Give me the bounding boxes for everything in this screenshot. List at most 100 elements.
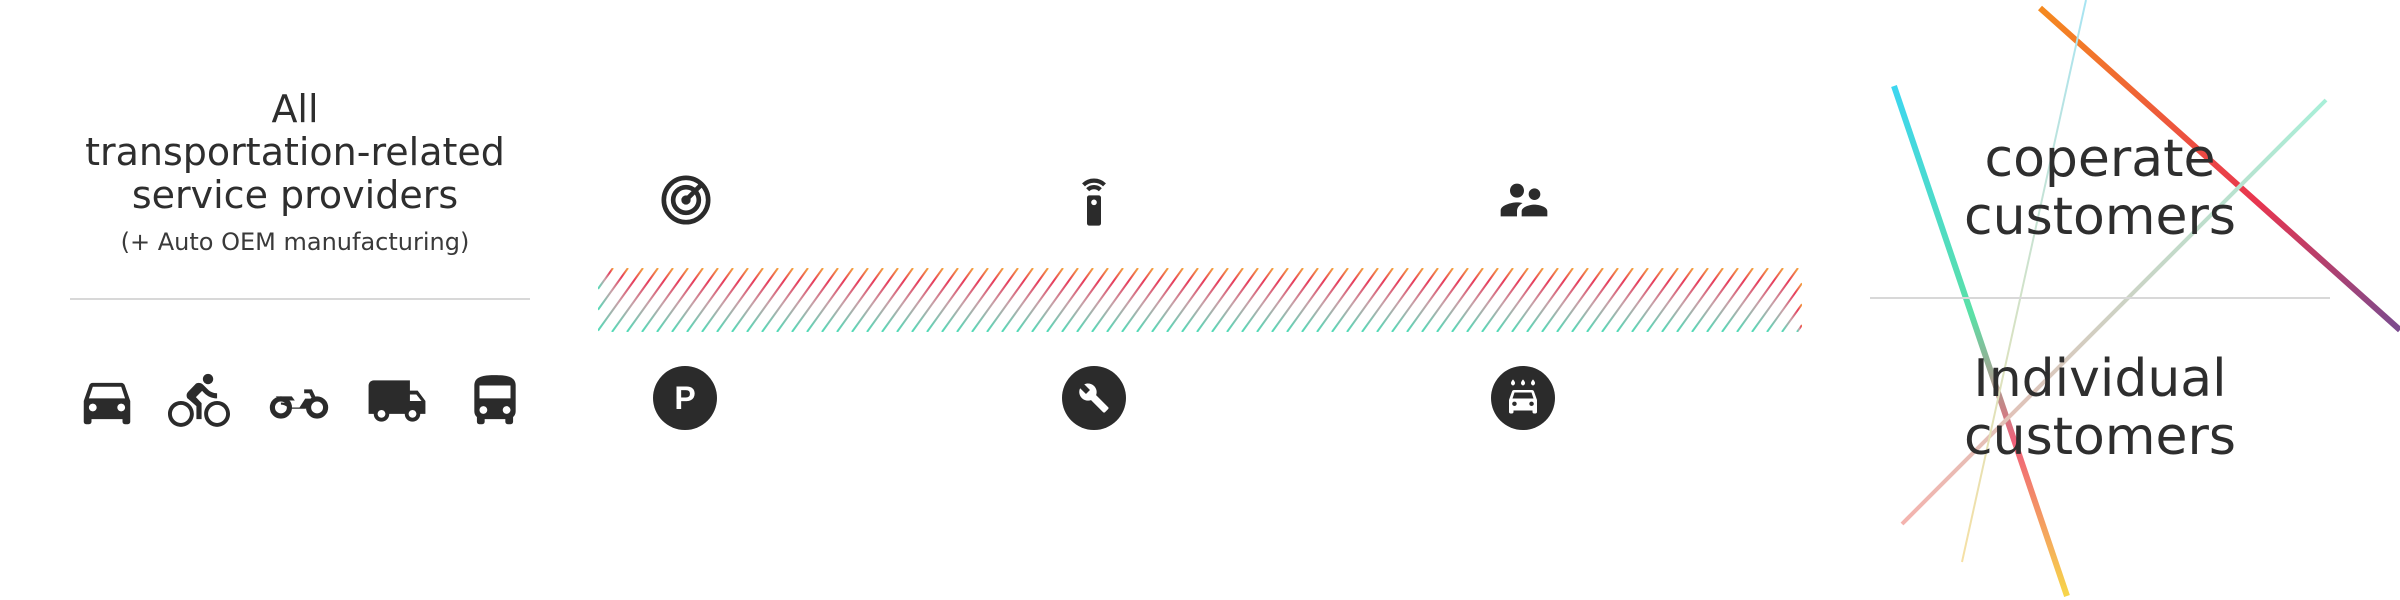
hatch-line — [911, 268, 959, 332]
hatch-line — [1016, 268, 1064, 332]
hatch-line — [716, 268, 764, 332]
hatch-line — [1616, 268, 1664, 332]
hatch-line — [1031, 268, 1079, 332]
corporate-line-2: customers — [1964, 187, 2236, 247]
hatch-line — [1256, 268, 1304, 332]
hatch-line — [1376, 268, 1424, 332]
hatch-line — [1706, 268, 1754, 332]
hatch-line — [1451, 268, 1499, 332]
hatch-line — [1121, 268, 1169, 332]
hatch-line — [1076, 268, 1124, 332]
hatch-line — [866, 268, 914, 332]
hatch-line — [776, 268, 824, 332]
remote-control-icon — [1066, 172, 1122, 228]
hatch-line — [1661, 268, 1709, 332]
hatch-line — [1331, 268, 1379, 332]
hatch-line — [1766, 282, 1802, 332]
hatch-line — [686, 268, 734, 332]
hatch-line — [1601, 268, 1649, 332]
hatch-line — [761, 268, 809, 332]
bicycle-icon — [168, 370, 230, 432]
hatch-line — [806, 268, 854, 332]
hatch-line — [1691, 268, 1739, 332]
car-wash-icon — [1491, 366, 1555, 430]
hatch-line — [1211, 268, 1259, 332]
hatch-line — [836, 268, 884, 332]
corporate-line-1: coperate — [1984, 129, 2216, 189]
hatch-line — [1181, 268, 1229, 332]
hatch-line — [1736, 268, 1784, 332]
deco-line-4 — [1961, 0, 2087, 563]
car-icon — [76, 370, 138, 432]
wrench-icon — [1062, 366, 1126, 430]
decorative-lines — [1891, 0, 2400, 597]
svg-text:P: P — [674, 380, 695, 416]
hatch-line — [1316, 268, 1364, 332]
hatch-line — [1001, 268, 1049, 332]
heading-line-3: service providers — [131, 173, 459, 217]
hatch-line — [731, 268, 779, 332]
hatch-line — [1556, 268, 1604, 332]
hatch-line — [1721, 268, 1769, 332]
hatch-line — [1586, 268, 1634, 332]
hatch-line — [896, 268, 944, 332]
corporate-customers-label: coperate customers — [1860, 130, 2340, 246]
hatch-line — [1061, 268, 1109, 332]
hatch-line — [1796, 324, 1802, 332]
individual-line-1: Individual — [1973, 349, 2227, 409]
left-divider — [70, 298, 530, 300]
hatch-line — [1361, 268, 1409, 332]
individual-customers-label: Individual customers — [1860, 350, 2340, 466]
hatch-line — [881, 268, 929, 332]
hatch-line — [1406, 268, 1454, 332]
radar-icon — [658, 172, 714, 228]
hatch-line — [956, 268, 1004, 332]
right-divider — [1870, 297, 2330, 299]
hatch-line — [1271, 268, 1319, 332]
truck-icon — [366, 370, 428, 432]
hatch-line — [641, 268, 689, 332]
hatch-line — [1166, 268, 1214, 332]
hatch-line — [926, 268, 974, 332]
deco-line-1 — [2037, 5, 2400, 333]
hatch-line — [941, 268, 989, 332]
hatch-line — [821, 268, 869, 332]
providers-subtitle: (+ Auto OEM manufacturing) — [120, 228, 470, 256]
hatch-line — [1151, 268, 1199, 332]
hatch-line — [1466, 268, 1514, 332]
people-icon — [1496, 172, 1552, 228]
hatch-line — [1226, 268, 1274, 332]
hatch-line — [1481, 268, 1529, 332]
hatch-line — [1241, 268, 1289, 332]
hatch-line — [1781, 303, 1802, 332]
motorcycle-icon — [268, 370, 330, 432]
hatch-line — [1301, 268, 1349, 332]
bus-icon — [464, 370, 526, 432]
hatch-line — [1091, 268, 1139, 332]
hatch-line — [1631, 268, 1679, 332]
hatch-line — [1346, 268, 1394, 332]
hatch-line — [1421, 268, 1469, 332]
hatch-line — [1496, 268, 1544, 332]
individual-line-2: customers — [1964, 407, 2236, 467]
hatch-line — [1286, 268, 1334, 332]
deco-line-2 — [1891, 85, 2070, 597]
providers-heading: All transportation-related service provi… — [60, 88, 530, 217]
hatch-line — [1526, 268, 1574, 332]
hatch-line — [611, 268, 659, 332]
hatch-line — [671, 268, 719, 332]
hatch-line — [1046, 268, 1094, 332]
hatch-line — [1571, 268, 1619, 332]
hatch-line — [791, 268, 839, 332]
hatch-line — [1136, 268, 1184, 332]
hatch-line — [701, 268, 749, 332]
hatch-line — [971, 268, 1019, 332]
hatch-line — [598, 268, 644, 332]
deco-line-3 — [1900, 98, 2328, 526]
hatch-line — [656, 268, 704, 332]
hatch-line — [851, 268, 899, 332]
heading-line-1: All — [271, 87, 319, 131]
hatch-line — [746, 268, 794, 332]
hatch-line — [1646, 268, 1694, 332]
hatch-line — [598, 268, 629, 311]
